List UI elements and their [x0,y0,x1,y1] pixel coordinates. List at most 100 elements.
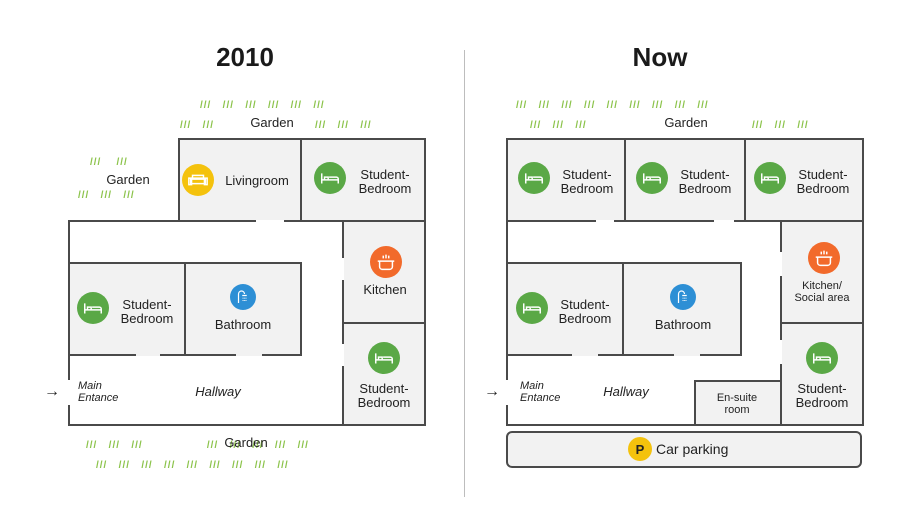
wall [506,262,742,264]
wall [68,220,70,380]
left-garden-left-label: Garden [106,172,150,187]
wall [624,140,626,222]
cooking-pot-icon [370,246,402,278]
wall [614,220,714,222]
wall [68,220,180,222]
wall [734,220,864,222]
left-map-title: 2010 [216,42,274,72]
grass-decoration: /// /// /// [315,120,372,131]
wall [300,140,302,222]
left-student-bedroom-tr-label: Student- Bedroom [358,167,412,196]
car-parking-area [506,431,862,468]
grass-decoration: /// /// [90,157,128,168]
bed-icon [314,162,346,194]
left-livingroom-label: Livingroom [225,173,289,188]
right-student-bedroom-br-label: Student- Bedroom [795,381,849,410]
wall [506,405,508,426]
grass-decoration: /// /// [180,120,215,131]
grass-decoration: /// /// /// /// /// /// [200,100,325,111]
bed-icon [516,292,548,324]
right-main-entrance-label: Main Entance [520,380,561,404]
right-bedroom-br-area [782,324,862,424]
wall [342,324,344,344]
bed-icon [636,162,668,194]
shower-icon [230,284,256,310]
grass-decoration: /// /// /// [752,120,809,131]
wall [284,220,304,222]
bed-icon [77,292,109,324]
grass-decoration: /// /// /// [530,120,587,131]
shower-icon [670,284,696,310]
left-student-bedroom-br-label: Student- Bedroom [357,381,411,410]
right-student-bedroom-1-label: Student- Bedroom [560,167,614,196]
right-map-title: Now [632,42,688,72]
right-ensuite-label: En-suite room [716,392,758,416]
sofa-icon [182,164,214,196]
wall [262,354,302,356]
wall [424,138,426,426]
left-student-bedroom-l-label: Student- Bedroom [120,297,174,326]
wall [862,138,864,426]
grass-decoration: /// /// /// [78,190,135,201]
wall [160,354,236,356]
bed-icon [368,342,400,374]
left-main-entrance-label: Main Entance [78,380,119,404]
wall [342,322,426,324]
wall [342,222,344,258]
left-bathroom-label: Bathroom [214,317,272,332]
wall [342,366,344,426]
wall [342,280,344,322]
car-parking-label: Car parking [656,441,729,457]
wall [68,405,70,426]
wall [506,424,864,426]
right-garden-top-label: Garden [664,115,708,130]
wall [780,324,782,340]
wall [780,222,782,252]
wall [780,364,782,426]
left-garden-top-label: Garden [250,115,294,130]
wall [506,138,508,380]
grass-decoration: /// /// /// /// /// /// /// /// /// [516,100,709,111]
center-divider [464,50,465,497]
wall [178,138,426,140]
right-ensuite-area [696,382,780,424]
wall [68,262,302,264]
wall [302,220,426,222]
wall [180,220,256,222]
right-bathroom-label: Bathroom [654,317,712,332]
right-student-bedroom-l-label: Student- Bedroom [558,297,612,326]
bed-icon [518,162,550,194]
right-hallway-label: Hallway [603,384,649,399]
right-student-bedroom-3-label: Student- Bedroom [796,167,850,196]
wall [694,380,696,426]
wall [506,138,864,140]
left-hallway-label: Hallway [195,384,241,399]
wall [700,354,742,356]
wall [598,354,674,356]
wall [506,220,596,222]
cooking-pot-icon [808,242,840,274]
wall [780,276,782,322]
wall [184,264,186,356]
wall [740,262,742,356]
grass-decoration: /// /// /// /// /// /// /// /// [86,440,309,451]
bed-icon [754,162,786,194]
right-student-bedroom-2-label: Student- Bedroom [678,167,732,196]
right-kitchen-social-label: Kitchen/ Social area [794,280,850,304]
wall [68,424,426,426]
wall [68,354,136,356]
wall [622,264,624,356]
wall [506,354,572,356]
left-garden-bottom-label: Garden [224,435,268,450]
wall [178,138,180,222]
entrance-arrow-icon: → [484,383,500,400]
wall [694,380,782,382]
left-kitchen-label: Kitchen [363,282,407,297]
bed-icon [806,342,838,374]
grass-decoration: /// /// /// /// /// /// /// /// /// [96,460,289,471]
left-bedroom-br-area [344,324,424,424]
wall [300,262,302,356]
entrance-arrow-icon: → [44,383,60,400]
wall [744,140,746,222]
wall [780,322,864,324]
